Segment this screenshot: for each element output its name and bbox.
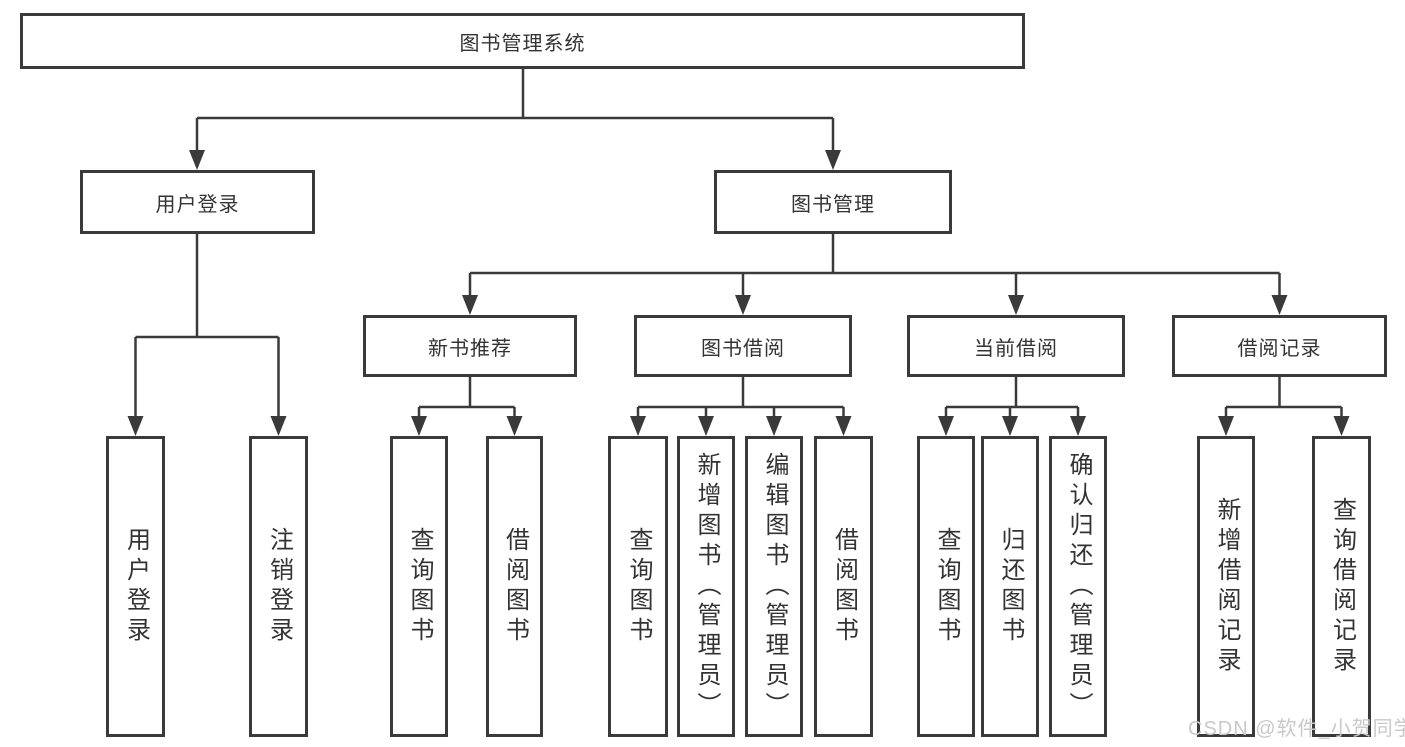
connector-root-to-branches — [189, 69, 841, 170]
connector-new-book-children — [411, 377, 523, 436]
leaf-borrow-books-recommend-label: 借阅图书 — [501, 526, 529, 647]
leaf-logout-label: 注销登录 — [265, 526, 293, 647]
leaf-search-books-borrowing: 查询图书 — [608, 436, 668, 737]
node-book-management: 图书管理 — [714, 170, 952, 234]
node-user-login: 用户登录 — [80, 170, 315, 234]
leaf-add-book-admin: 新增图书（管理员） — [677, 436, 735, 737]
connector-book-management-children — [462, 234, 1288, 315]
csdn-watermark: CSDN @软件_小贺同学 — [1188, 718, 1405, 740]
leaf-confirm-return-admin: 确认归还（管理员） — [1049, 436, 1107, 737]
leaf-borrow-books-label: 借阅图书 — [830, 526, 858, 647]
leaf-logout: 注销登录 — [249, 436, 308, 737]
node-current-borrowing: 当前借阅 — [907, 315, 1125, 377]
node-borrowing-records: 借阅记录 — [1172, 315, 1387, 377]
connector-current-borrowing-children — [938, 377, 1086, 436]
leaf-user-login: 用户登录 — [106, 436, 165, 737]
connector-borrowing-records-children — [1218, 377, 1350, 436]
connector-book-borrowing-children — [630, 377, 852, 436]
leaf-return-books-label: 归还图书 — [997, 526, 1024, 647]
node-book-management-label: 图书管理 — [791, 193, 875, 216]
node-system-root: 图书管理系统 — [20, 13, 1025, 69]
leaf-search-books-recommend-label: 查询图书 — [406, 526, 433, 647]
node-new-book-recommendation: 新书推荐 — [363, 315, 577, 377]
leaf-borrow-books-recommend: 借阅图书 — [486, 436, 543, 737]
node-borrowing-records-label: 借阅记录 — [1237, 337, 1322, 360]
leaf-search-books-current: 查询图书 — [917, 436, 975, 737]
leaf-confirm-return-admin-label: 确认归还（管理员） — [1065, 451, 1092, 722]
leaf-add-borrow-record: 新增借阅记录 — [1197, 436, 1255, 737]
node-current-borrowing-label: 当前借阅 — [974, 337, 1058, 360]
leaf-edit-book-admin-label: 编辑图书（管理员） — [761, 451, 788, 722]
leaf-borrow-books: 借阅图书 — [814, 436, 873, 737]
leaf-return-books: 归还图书 — [981, 436, 1039, 737]
node-book-borrowing: 图书借阅 — [634, 315, 852, 377]
leaf-search-books-recommend: 查询图书 — [390, 436, 448, 737]
leaf-search-borrow-record-label: 查询借阅记录 — [1328, 496, 1356, 677]
leaf-search-books-current-label: 查询图书 — [933, 526, 960, 647]
node-book-borrowing-label: 图书借阅 — [701, 337, 785, 360]
node-new-book-recommendation-label: 新书推荐 — [428, 337, 512, 360]
connector-user-login-children — [127, 234, 287, 436]
leaf-search-books-borrowing-label: 查询图书 — [625, 526, 652, 647]
node-system-root-label: 图书管理系统 — [459, 32, 586, 55]
leaf-search-borrow-record: 查询借阅记录 — [1312, 436, 1371, 737]
leaf-user-login-label: 用户登录 — [122, 526, 150, 647]
leaf-add-borrow-record-label: 新增借阅记录 — [1213, 496, 1240, 677]
node-user-login-label: 用户登录 — [155, 193, 240, 216]
leaf-add-book-admin-label: 新增图书（管理员） — [693, 451, 720, 722]
leaf-edit-book-admin: 编辑图书（管理员） — [745, 436, 803, 737]
